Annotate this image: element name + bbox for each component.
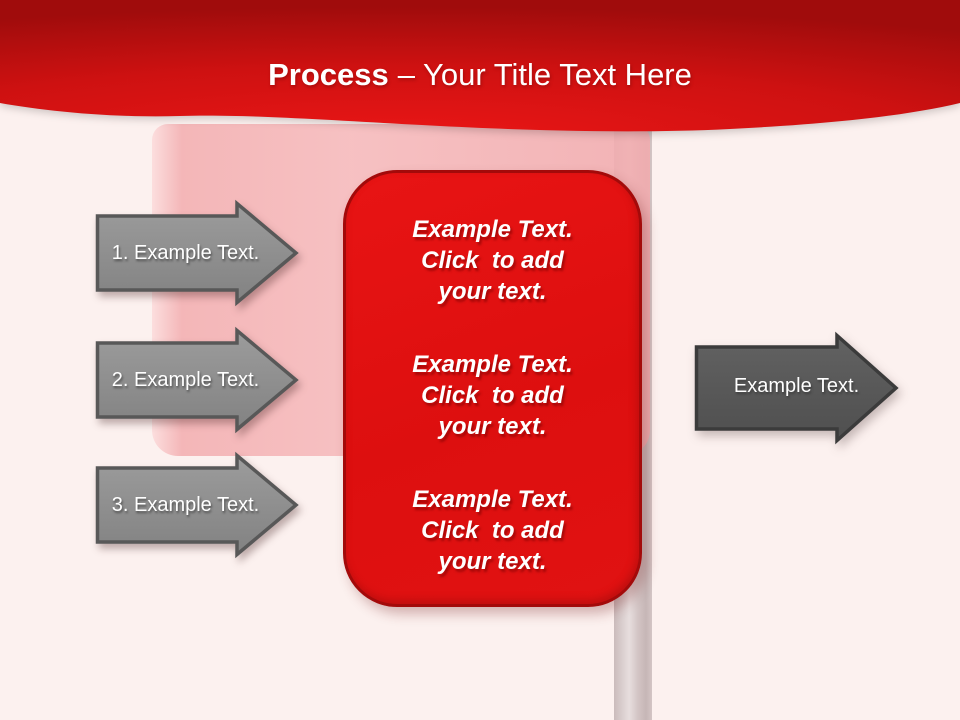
arrow-polygon — [95, 451, 299, 559]
callout-line: Click to add — [421, 517, 564, 544]
title-text: – Your Title Text Here — [397, 57, 692, 92]
callout-group-3: Example Text. Click to add your text. — [346, 484, 639, 577]
callout-line: your text. — [438, 413, 547, 440]
callout-group-2: Example Text. Click to add your text. — [346, 349, 639, 442]
process-arrow-3-label: 3. Example Text. — [111, 493, 260, 516]
callout-line: Click to add — [421, 247, 564, 274]
callout-box: Example Text. Click to add your text. Ex… — [343, 170, 642, 607]
callout-line: Example Text. — [412, 216, 573, 243]
process-arrow-2-label: 2. Example Text. — [111, 368, 260, 391]
header-banner — [0, 0, 960, 132]
callout-group-1: Example Text. Click to add your text. — [346, 214, 639, 307]
output-arrow-label: Example Text. — [733, 375, 860, 397]
callout-line: Example Text. — [412, 486, 573, 513]
title-emphasis: Process — [268, 57, 389, 92]
callout-line: Click to add — [421, 382, 564, 409]
output-arrow: Example Text. — [694, 331, 899, 445]
callout-line: Example Text. — [412, 351, 573, 378]
arrow-right-shape — [95, 199, 299, 307]
process-arrow-1-label: 1. Example Text. — [111, 241, 260, 264]
callout-line: your text. — [438, 548, 547, 575]
arrow-right-shape — [95, 451, 299, 559]
process-arrow-3: 3. Example Text. — [95, 451, 299, 559]
process-arrow-1: 1. Example Text. — [95, 199, 299, 307]
arrow-right-shape — [95, 326, 299, 434]
header-wave-shape — [0, 0, 960, 132]
arrow-polygon — [95, 199, 299, 307]
page-title: Process– Your Title Text Here — [0, 56, 960, 94]
arrow-polygon — [694, 331, 899, 445]
arrow-polygon — [95, 326, 299, 434]
callout-line: your text. — [438, 278, 547, 305]
arrow-right-shape — [694, 331, 899, 445]
process-arrow-2: 2. Example Text. — [95, 326, 299, 434]
